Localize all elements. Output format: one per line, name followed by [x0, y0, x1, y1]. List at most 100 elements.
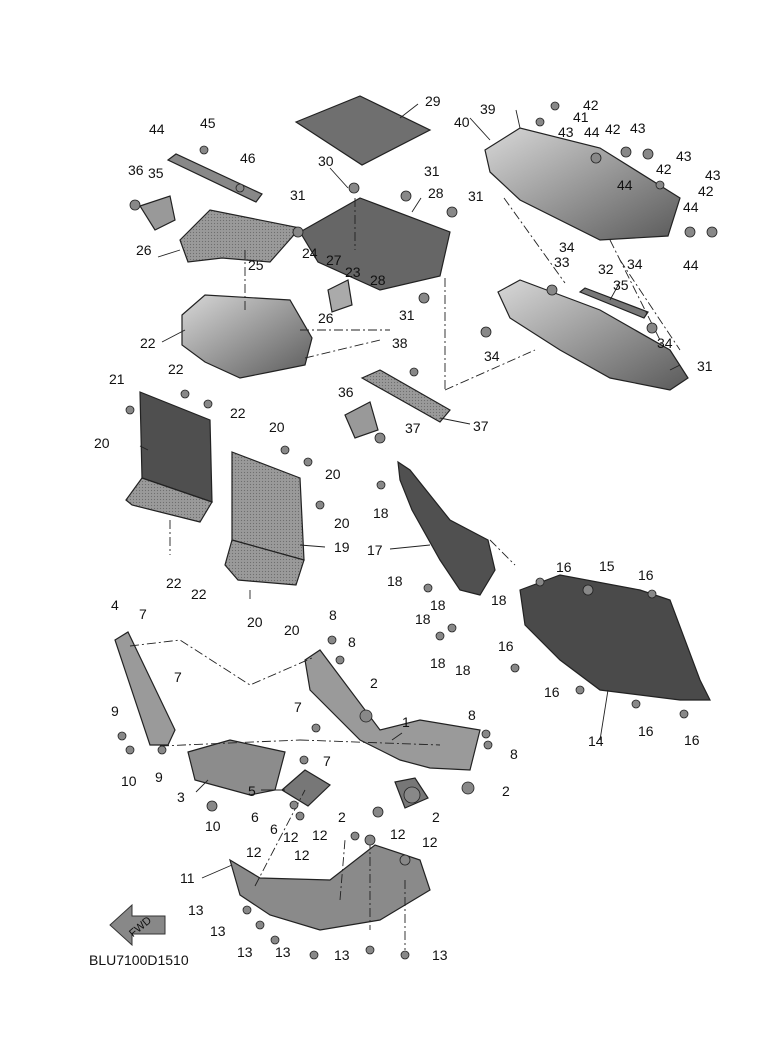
- bolt: [575, 685, 585, 695]
- callout-37: 37: [405, 420, 421, 436]
- bolt: [679, 709, 689, 719]
- callout-43: 42: [583, 97, 599, 113]
- bolt: [684, 226, 696, 238]
- callout-13: 13: [210, 923, 226, 939]
- callout-29: 28: [428, 185, 444, 201]
- callout-22: 22: [166, 575, 182, 591]
- bolt: [646, 322, 658, 334]
- callout-27: 26: [136, 242, 152, 258]
- callout-26: 25: [248, 257, 264, 273]
- part-14-panel: [519, 574, 711, 701]
- callout-13: 13: [275, 944, 291, 960]
- bolt: [631, 699, 641, 709]
- callout-20: 20: [269, 419, 285, 435]
- callout-17: 17: [367, 542, 383, 558]
- callout-2: 2: [370, 675, 378, 691]
- callout-18: 18: [430, 655, 446, 671]
- bolt: [203, 399, 213, 409]
- callout-43: 43: [630, 120, 646, 136]
- callout-28: 28: [370, 272, 386, 288]
- callout-16: 16: [684, 732, 700, 748]
- part-41-dash: [484, 127, 681, 241]
- callout-labels: 1 2 2 2 2 3 4 5 6 6 7 7 7 7 8 8 8 8 9 9 …: [94, 93, 721, 963]
- bolt: [655, 180, 665, 190]
- callout-18: 18: [373, 505, 389, 521]
- callout-33: 32: [598, 261, 614, 277]
- callout-22: 22: [230, 405, 246, 421]
- bolt: [550, 101, 560, 111]
- bolt: [117, 731, 127, 741]
- callout-30: 29: [425, 93, 441, 109]
- bolt: [303, 457, 313, 467]
- callout-35: 35: [613, 277, 629, 293]
- callout-8: 8: [468, 707, 476, 723]
- callout-16: 16: [638, 567, 654, 583]
- bolt: [299, 755, 309, 765]
- callout-31: 31: [468, 188, 484, 204]
- callout-46: 46: [240, 150, 256, 166]
- bolt: [125, 745, 135, 755]
- bolt: [620, 146, 632, 158]
- callout-25: 24: [302, 245, 318, 261]
- bolt: [590, 152, 602, 164]
- bolt: [125, 405, 135, 415]
- callout-43: 43: [676, 148, 692, 164]
- callout-13: 13: [188, 902, 204, 918]
- bolt: [309, 950, 319, 960]
- callout-42: 41: [573, 109, 589, 125]
- bolt: [242, 905, 252, 915]
- bolt: [399, 854, 411, 866]
- bolt: [206, 800, 218, 812]
- callout-44: 44: [683, 257, 699, 273]
- bolt: [435, 631, 445, 641]
- part-29-panel: [299, 197, 451, 291]
- callout-18: 18: [387, 573, 403, 589]
- part-24-bracket: [327, 279, 353, 313]
- bolt: [199, 145, 209, 155]
- callout-8: 8: [348, 634, 356, 650]
- callout-16: 16: [544, 684, 560, 700]
- callout-6: 6: [270, 821, 278, 837]
- callout-22: 21: [109, 371, 125, 387]
- part-19-base: [224, 539, 305, 586]
- callout-22: 22: [191, 586, 207, 602]
- callout-32: 31: [697, 358, 713, 374]
- callout-20: 20: [247, 614, 263, 630]
- callout-7: 7: [323, 753, 331, 769]
- bolt: [647, 589, 657, 599]
- callout-18: 18: [415, 611, 431, 627]
- part-32-dash: [497, 279, 689, 391]
- callout-8: 8: [329, 607, 337, 623]
- bolt: [292, 226, 304, 238]
- callout-31: 31: [399, 307, 415, 323]
- callout-8: 8: [510, 746, 518, 762]
- callout-12: 12: [312, 827, 328, 843]
- part-11-skid: [229, 844, 431, 931]
- part-23-console: [181, 294, 313, 379]
- callout-23: 22: [140, 335, 156, 351]
- callout-16: 16: [556, 559, 572, 575]
- bolt: [365, 945, 375, 955]
- bolt: [374, 432, 386, 444]
- callout-2: 2: [338, 809, 346, 825]
- callout-7: 7: [174, 669, 182, 685]
- part-27-panel: [179, 209, 302, 263]
- part-17-panel: [397, 460, 496, 596]
- callout-46: 45: [200, 115, 216, 131]
- bolt: [311, 723, 321, 733]
- callout-21: 20: [94, 435, 110, 451]
- callout-10: 10: [121, 773, 137, 789]
- callout-44: 44: [683, 199, 699, 215]
- bolt: [348, 182, 360, 194]
- bolt: [359, 709, 373, 723]
- bolt: [364, 834, 376, 846]
- bolt: [510, 663, 520, 673]
- part-38-bar: [360, 369, 451, 423]
- bolt: [535, 577, 545, 587]
- bolt: [535, 117, 545, 127]
- callout-40: 39: [480, 101, 496, 117]
- callout-39: 38: [392, 335, 408, 351]
- callout-44: 44: [617, 177, 633, 193]
- callout-20: 20: [325, 466, 341, 482]
